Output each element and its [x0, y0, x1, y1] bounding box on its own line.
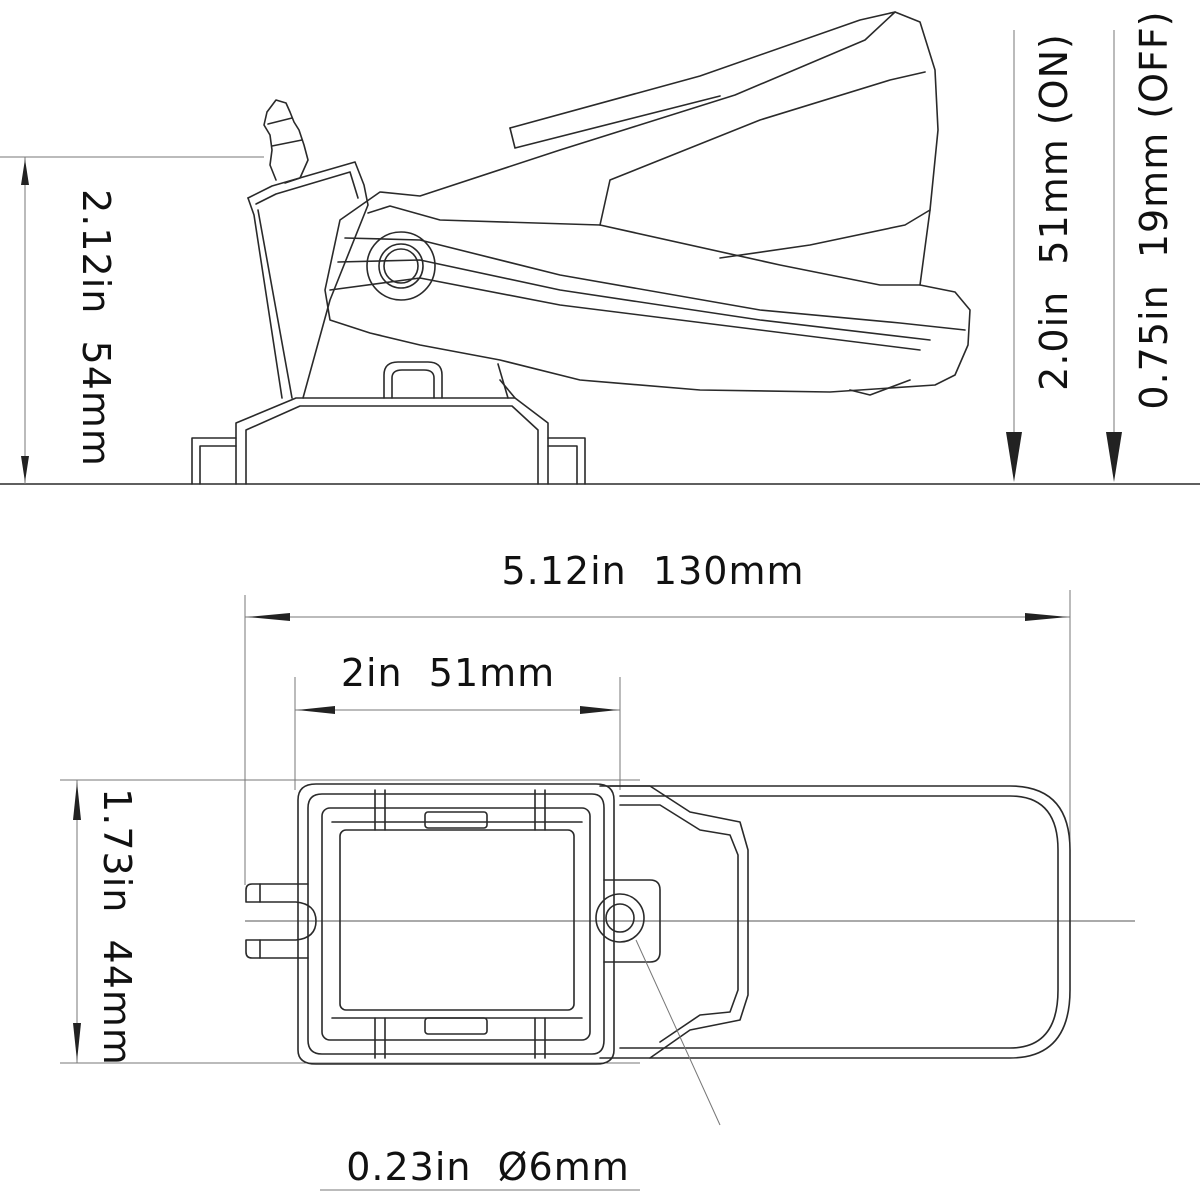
pivot-pin	[366, 231, 436, 301]
float-arm	[324, 11, 971, 393]
base-block	[235, 397, 549, 485]
width-label: 1.73in 44mm	[95, 788, 139, 1066]
base-tab-left	[191, 437, 237, 485]
slot-tab	[245, 883, 317, 959]
housing-top	[297, 783, 615, 1065]
off-arrow	[1106, 432, 1122, 482]
barb-nipple	[263, 99, 309, 184]
on-arrow	[1006, 432, 1022, 482]
switch-housing	[247, 161, 369, 399]
mounting-tab	[603, 879, 661, 963]
off-level-label: 0.75in 19mm (OFF)	[1132, 10, 1176, 409]
hole-leader	[635, 939, 721, 1126]
length-label: 5.12in 130mm	[502, 549, 805, 593]
base-bracket	[383, 361, 443, 399]
inner-cavity	[339, 829, 575, 1011]
on-level-label: 2.0in 51mm (ON)	[1032, 33, 1076, 391]
hole-diameter-label: 0.23in Ø6mm	[346, 1145, 630, 1189]
side-view	[0, 11, 1200, 485]
float-arm-top	[599, 785, 1071, 1059]
mounting-hole	[595, 893, 645, 943]
base-tab-right	[547, 437, 586, 485]
height-label: 2.12in 54mm	[74, 189, 118, 467]
base-length-label: 2in 51mm	[341, 651, 555, 695]
top-view	[60, 590, 1135, 1191]
